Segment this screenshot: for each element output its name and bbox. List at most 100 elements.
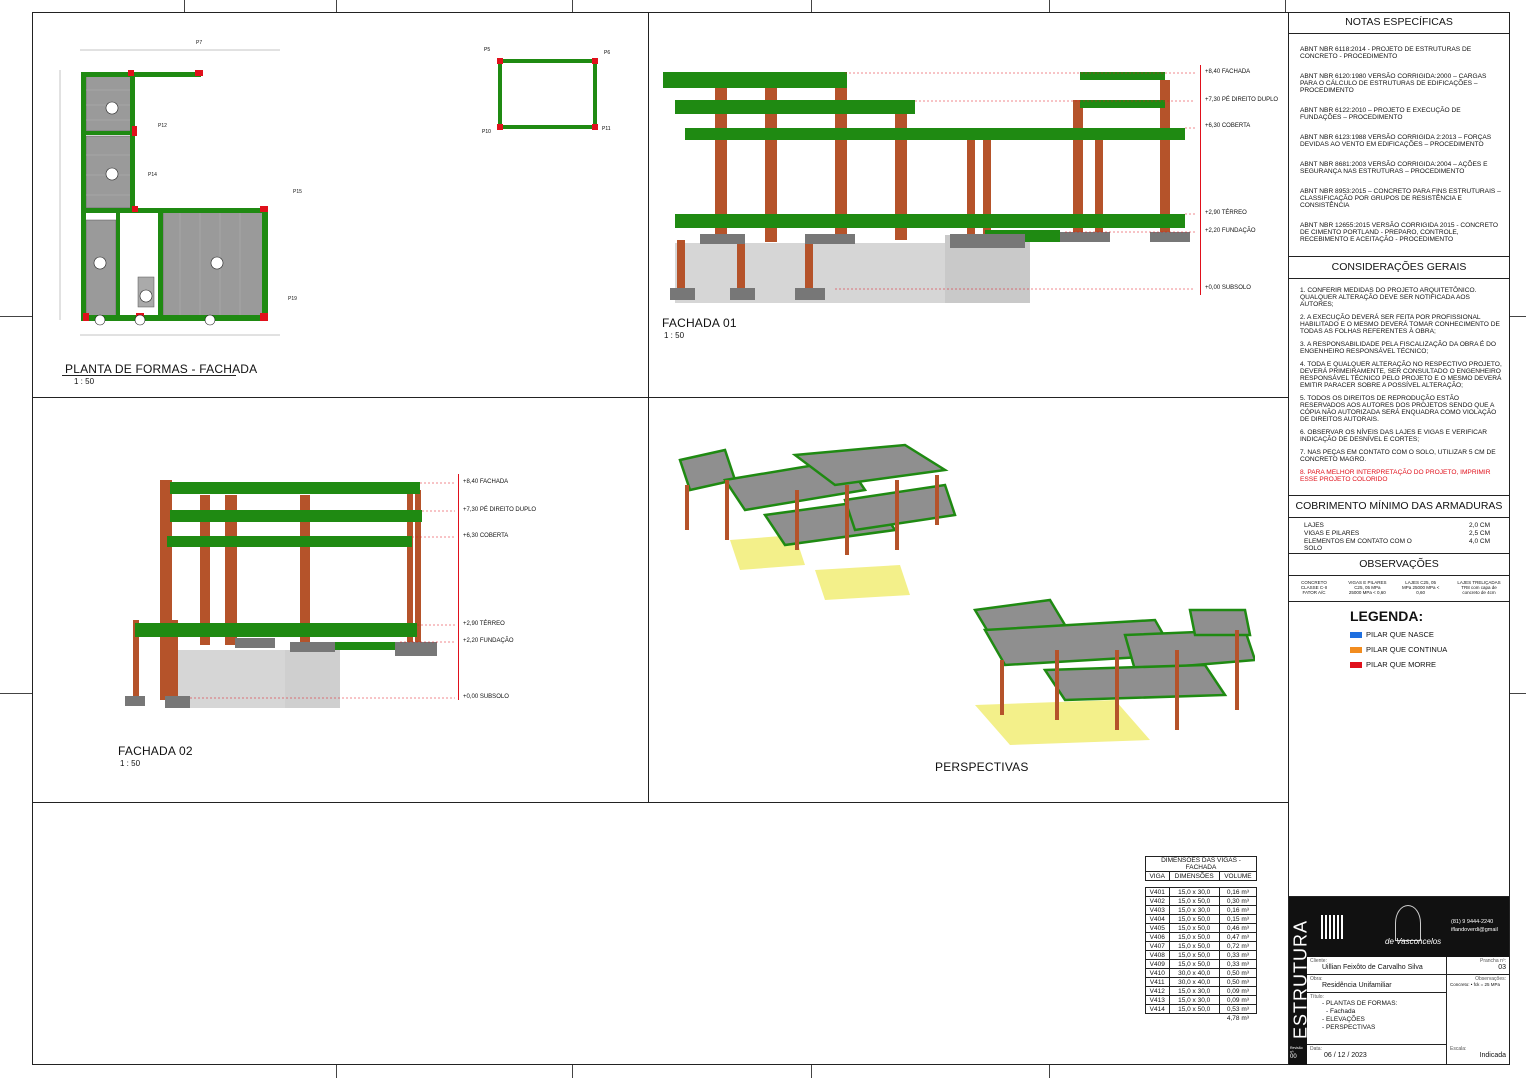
cobrimento-item: LAJES [1304,522,1324,529]
sheet-frame [32,12,1510,1065]
table-cell: 0,53 m³ [1218,1004,1258,1014]
notas-list: ABNT NBR 6118:2014 - PROJETO DE ESTRUTUR… [1288,46,1510,243]
table-cell: 15,0 x 50,0 [1168,1004,1220,1014]
table-cell: 15,0 x 30,0 [1168,995,1220,1005]
table-cell: V407 [1145,941,1170,951]
consideracao-item: 5. TODOS OS DIREITOS DE REPRODUÇÃO ESTÃO… [1300,395,1497,423]
nota-item: ABNT NBR 8681:2003 VERSÃO CORRIGIDA:2004… [1300,161,1488,175]
table-cell: V412 [1145,986,1170,996]
table-cell: 0,50 m³ [1218,977,1258,987]
revisao-value: 00 [1290,1054,1297,1060]
cobrimento-heading: COBRIMENTO MÍNIMO DAS ARMADURAS [1288,495,1510,518]
legend-item: PILAR QUE CONTINUA [1350,645,1510,654]
vigas-dimensions-table: DIMENSÕES DAS VIGAS - FACHADA VIGA DIMEN… [1145,856,1258,1022]
notes-panel: NOTAS ESPECÍFICAS ABNT NBR 6118:2014 - P… [1288,12,1510,888]
discipline-strip: ESTRUTURA [1289,897,1311,1064]
level-terreo: +2,90 TÉRREO [463,621,505,627]
legend-label: PILAR QUE MORRE [1366,660,1437,669]
table-cell: 15,0 x 30,0 [1168,887,1220,897]
divider-horizontal-2 [32,802,1288,803]
divider-horizontal-1 [32,397,1288,398]
nota-item: ABNT NBR 6118:2014 - PROJETO DE ESTRUTUR… [1300,46,1472,60]
table-cell: 15,0 x 50,0 [1168,950,1220,960]
legenda-list: PILAR QUE NASCE PILAR QUE CONTINUA PILAR Q… [1288,630,1510,669]
cliente-value: Uillian Feixôto de Carvalho Silva [1322,964,1423,971]
data-value: 06 / 12 / 2023 [1324,1052,1367,1059]
table-cell: V410 [1145,968,1170,978]
perspectives-drawing [678,443,1255,745]
table-cell: 30,0 x 40,0 [1168,968,1220,978]
cobrimento-item: VIGAS E PILARES [1304,530,1360,537]
consideracao-item: 2. A EXECUÇÃO DEVERÁ SER FEITA POR PROFI… [1300,314,1500,335]
level-subsolo: +0,00 SUBSOLO [463,694,509,700]
table-cell: 15,0 x 50,0 [1168,941,1220,951]
logo-icon [1395,905,1421,941]
consideracao-item: 6. OBSERVAR OS NÍVEIS DAS LAJES E VIGAS … [1300,429,1488,443]
obs-col-1: VIGAS E PILARES C25, 05 MPa 25000 MPa < … [1348,580,1387,595]
legend-label: PILAR QUE NASCE [1366,630,1434,639]
fachada02-levels: +8,40 FACHADA +7,30 PÉ DIREITO DUPLO +6,… [455,474,565,706]
nota-item: ABNT NBR 8953:2015 – CONCRETO PARA FINS … [1300,188,1501,209]
level-pe-direito: +7,30 PÉ DIREITO DUPLO [1205,97,1279,103]
vigas-header-dimensoes: DIMENSÕES [1168,871,1220,881]
nota-item: ABNT NBR 6122:2010 – PROJETO E EXECUÇÃO … [1300,107,1461,121]
level-coberta: +6,30 COBERTA [1205,123,1251,129]
table-cell: V404 [1145,914,1170,924]
obs-col-2: LAJES C25, 05 MPa 25000 MPa < 0,60 [1401,580,1440,595]
table-cell: 0,33 m³ [1218,959,1258,969]
legenda-heading: LEGENDA: [1350,608,1424,624]
level-subsolo: +0,00 SUBSOLO [1205,285,1251,291]
table-cell: 0,15 m³ [1218,914,1258,924]
fachada01-drawing [663,72,1195,303]
svg-text:P6: P6 [604,50,610,56]
qr-code-icon [1321,915,1345,939]
escala-value: Indicada [1479,1052,1506,1059]
svg-text:P7: P7 [196,40,202,46]
level-fundacao: +2,20 FUNDAÇÃO [1205,228,1256,234]
table-cell: 0,46 m³ [1218,923,1258,933]
obra-label: Obra: [1310,976,1323,982]
consideracao-item: 1. CONFERIR MEDIDAS DO PROJETO ARQUITETÔ… [1300,287,1477,308]
consideracoes-highlight: 8. PARA MELHOR INTERPRETAÇÃO DO PROJETO,… [1300,469,1491,483]
level-fundacao: +2,20 FUNDAÇÃO [463,638,514,644]
perspectivas-title: PERSPECTIVAS [935,760,1029,774]
obs-text: Concreto: • fck = 25 MPa [1450,982,1500,987]
consideracoes-list: 1. CONFERIR MEDIDAS DO PROJETO ARQUITETÔ… [1288,287,1510,463]
table-cell: 0,33 m³ [1218,950,1258,960]
cliente-label: Cliente: [1310,958,1327,964]
table-cell: V414 [1145,1004,1170,1014]
table-cell: V405 [1145,923,1170,933]
svg-text:P15: P15 [293,189,302,195]
table-cell: 15,0 x 50,0 [1168,914,1220,924]
table-cell: V401 [1145,887,1170,897]
obs-col-3: LAJES TRELIÇADAS TR8 com capa de concret… [1457,580,1501,595]
vigas-header-viga: VIGA [1145,871,1170,881]
divider-vertical [648,12,649,802]
legend-item: PILAR QUE NASCE [1350,630,1510,639]
cobrimento-value: 2,5 cm [1469,530,1490,537]
fachada02-scale: 1 : 50 [120,759,141,768]
data-label: Data: [1310,1046,1322,1052]
planta-scale: 1 : 50 [74,377,95,386]
legend-swatch-icon [1350,646,1362,653]
divider-sidebar [1288,12,1289,1065]
legend-item: PILAR QUE MORRE [1350,660,1510,669]
prancha-value: 03 [1498,964,1506,971]
obs-col-0: CONCRETO CLASSE C-II FATOR A/C [1300,580,1328,595]
level-fachada: +8,40 FACHADA [1205,69,1251,75]
svg-text:P5: P5 [484,47,490,53]
obra-value: Residência Unifamiliar [1322,982,1392,989]
brand-name: de Vasconcelos [1385,937,1442,946]
table-cell: 0,47 m³ [1218,932,1258,942]
level-fachada: +8,40 FACHADA [463,479,509,485]
